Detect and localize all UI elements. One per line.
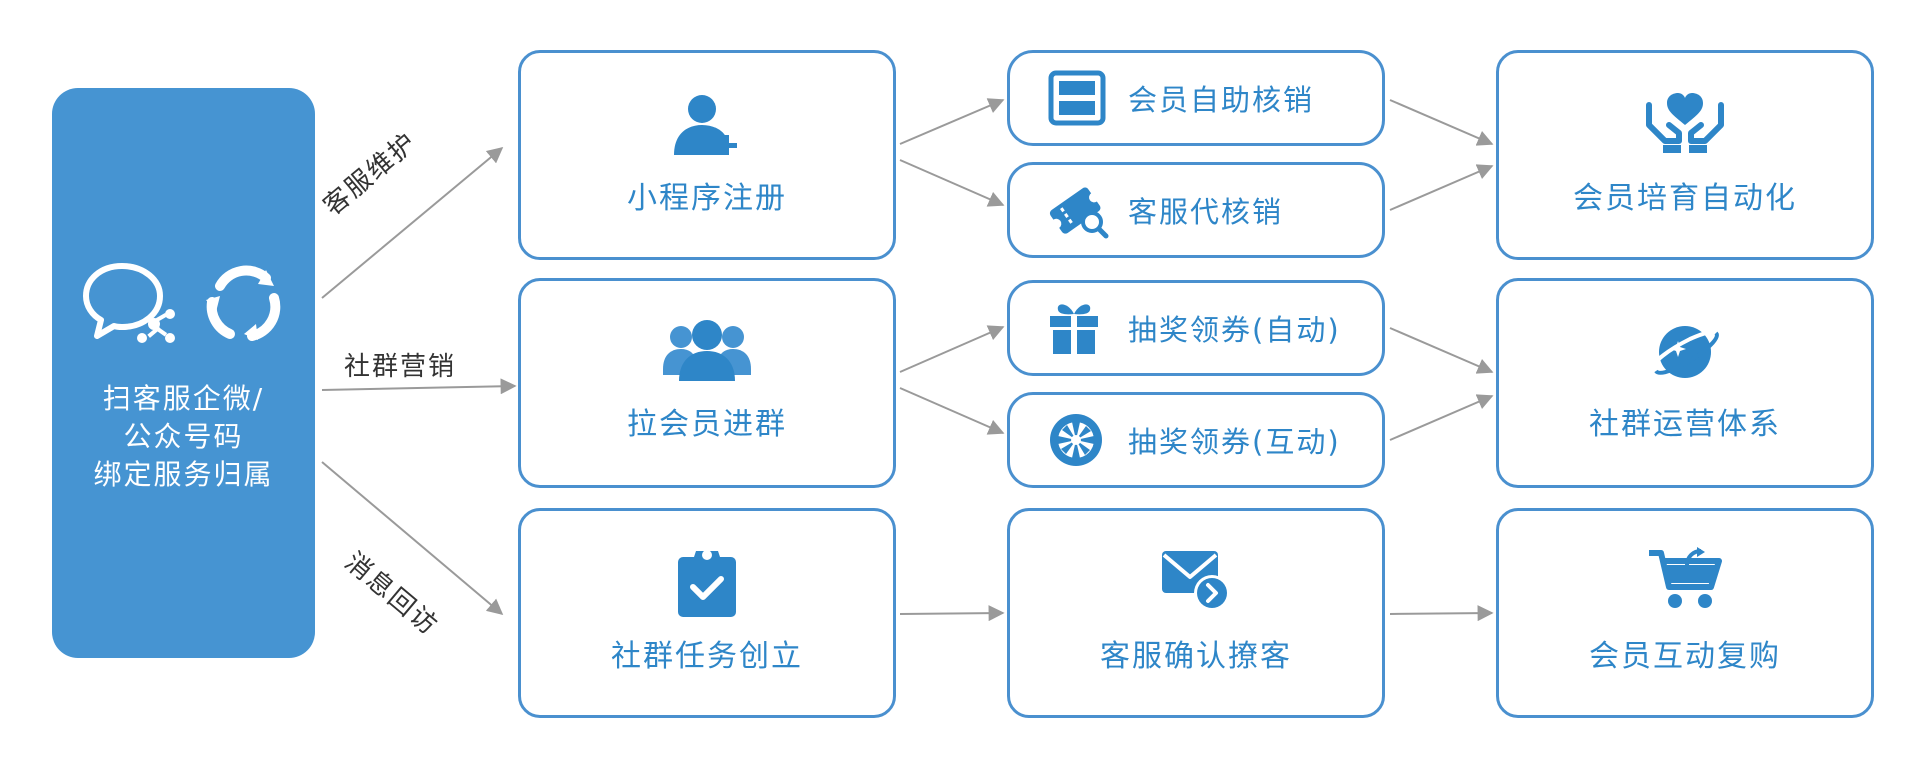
arrow-group-to-auto-lottery	[899, 325, 1005, 373]
left-panel-line-1: 扫客服企微/	[102, 382, 265, 415]
arrow-left-to-register	[321, 146, 504, 299]
left-panel-line-2: 公众号码	[123, 420, 244, 453]
arrow-register-to-self-verify	[899, 98, 1005, 145]
arrow-left-to-group	[321, 378, 517, 395]
column3-label-1: 会员培育自动化	[1573, 181, 1797, 216]
left-entry-panel: 扫客服企微/ 公众号码 绑定服务归属	[52, 88, 315, 658]
arrow-staff-verify-to-nurture	[1389, 164, 1494, 211]
mail-forward-icon	[1162, 551, 1230, 611]
interactive-lottery-pill: 抽奖领券(互动)	[1007, 392, 1385, 488]
column1-label-2: 拉会员进群	[627, 407, 787, 442]
arrow-register-to-staff-verify	[899, 159, 1005, 207]
arrow-interactive-lottery-to-community	[1389, 394, 1494, 441]
scan-frame-icon	[1048, 70, 1106, 126]
arrow-left-to-task	[321, 461, 504, 616]
ticket-search-icon	[1049, 187, 1109, 239]
cart-repeat-icon	[1649, 547, 1722, 608]
column2-label-2: 客服代核销	[1128, 195, 1284, 229]
wechat-work-icon	[83, 263, 175, 343]
lottery-wheel-icon	[1050, 414, 1102, 466]
gift-icon	[1050, 304, 1098, 354]
invite-to-group-box: 拉会员进群	[518, 278, 896, 488]
miniprogram-register-box: 小程序注册	[518, 50, 896, 260]
edge-label-community-marketing: 社群营销	[344, 352, 457, 382]
column3-label-3: 会员互动复购	[1589, 639, 1781, 674]
arrow-group-to-interactive-lottery	[899, 387, 1005, 435]
staff-confirm-box: 客服确认撩客	[1007, 508, 1385, 718]
user-add-icon	[674, 95, 737, 155]
column2-label-1: 会员自助核销	[1128, 83, 1315, 117]
hands-heart-icon	[1646, 93, 1724, 153]
member-nurture-box: 会员培育自动化	[1496, 50, 1874, 260]
column2-label-4: 抽奖领券(互动)	[1128, 425, 1341, 459]
column1-label-3: 社群任务创立	[611, 639, 803, 674]
community-operation-box: 社群运营体系	[1496, 278, 1874, 488]
group-icon	[663, 320, 751, 381]
arrow-self-verify-to-nurture	[1389, 99, 1494, 146]
auto-lottery-pill: 抽奖领券(自动)	[1007, 280, 1385, 376]
community-task-box: 社群任务创立	[518, 508, 896, 718]
clipboard-check-icon	[678, 550, 736, 617]
enterprise-wechat-logo-icon	[206, 265, 281, 341]
column3-label-2: 社群运营体系	[1589, 407, 1781, 442]
staff-verify-pill: 客服代核销	[1007, 162, 1385, 258]
column2-label-5: 客服确认撩客	[1100, 639, 1292, 674]
arrow-confirm-to-repurchase	[1389, 605, 1494, 622]
self-verify-pill: 会员自助核销	[1007, 50, 1385, 146]
arrow-auto-lottery-to-community	[1389, 327, 1494, 374]
left-panel-line-3: 绑定服务归属	[93, 458, 274, 491]
member-repurchase-box: 会员互动复购	[1496, 508, 1874, 718]
arrow-task-to-confirm	[899, 605, 1005, 622]
column1-label-1: 小程序注册	[627, 181, 787, 216]
planet-icon	[1651, 326, 1719, 378]
column2-label-3: 抽奖领券(自动)	[1128, 313, 1341, 347]
